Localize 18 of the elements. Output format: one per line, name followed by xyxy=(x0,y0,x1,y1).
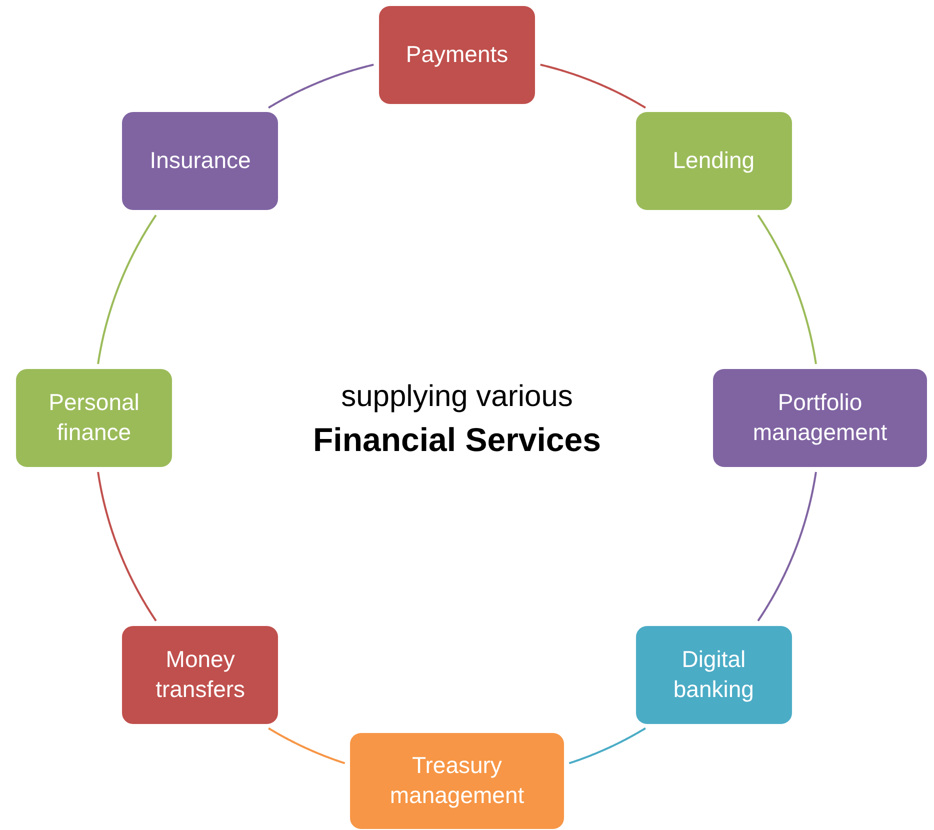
connector-arc xyxy=(568,727,646,764)
service-box: Lending xyxy=(636,112,792,210)
service-box: Personal finance xyxy=(16,369,172,467)
connector-arc xyxy=(757,214,817,364)
connector-arc xyxy=(97,472,157,622)
service-box: Digital banking xyxy=(636,626,792,724)
center-heading: Financial Services xyxy=(312,421,602,459)
service-box: Money transfers xyxy=(122,626,278,724)
connector-arc xyxy=(757,472,817,622)
connector-arc xyxy=(97,214,157,364)
connector-arc xyxy=(268,64,374,109)
service-box: Payments xyxy=(379,6,535,104)
service-box: Treasury management xyxy=(350,733,564,829)
center-subtitle: supplying various xyxy=(340,380,574,414)
service-box: Insurance xyxy=(122,112,278,210)
service-box: Portfolio management xyxy=(713,369,927,467)
connector-arc xyxy=(268,727,346,764)
connector-arc xyxy=(540,64,646,109)
